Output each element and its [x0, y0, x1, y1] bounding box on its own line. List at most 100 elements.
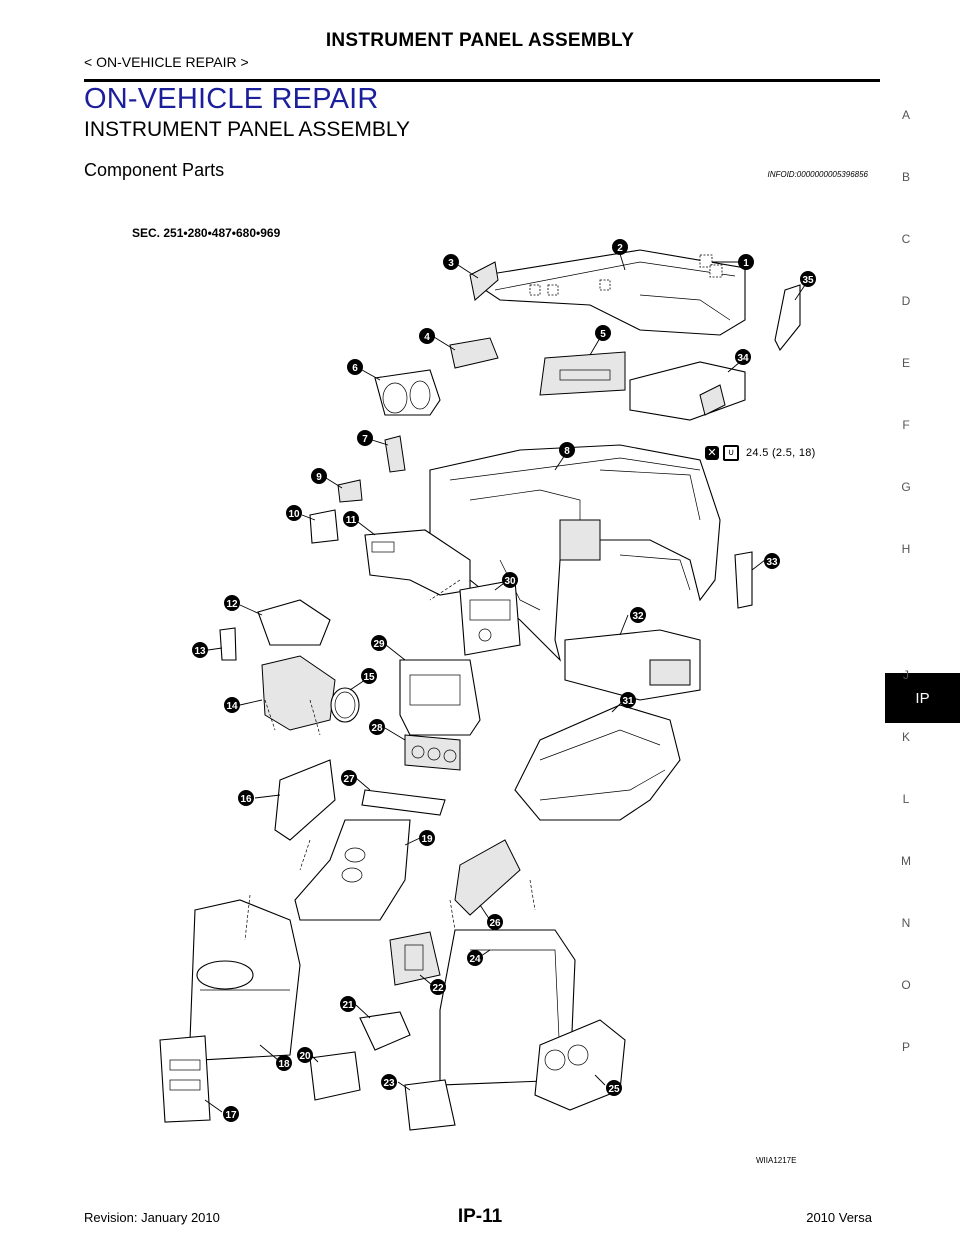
sidebar-letter-n[interactable]: N	[901, 916, 911, 930]
sidebar-letter-p[interactable]: P	[901, 1040, 910, 1054]
page-header-title: INSTRUMENT PANEL ASSEMBLY	[325, 30, 635, 51]
instrument-panel-frame-illustration	[429, 444, 721, 662]
sidebar-letter-k[interactable]: K	[901, 730, 910, 744]
callout-28: 28	[369, 719, 385, 735]
svg-text:3: 3	[448, 258, 454, 269]
callout-5: 5	[595, 325, 611, 341]
svg-text:12: 12	[226, 599, 238, 610]
callout-19: 19	[419, 830, 435, 846]
callout-2: 2	[612, 239, 628, 255]
callout-31: 31	[620, 692, 636, 708]
svg-text:9: 9	[316, 472, 322, 483]
callout-27: 27	[341, 770, 357, 786]
svg-text:32: 32	[632, 611, 644, 622]
callout-15: 15	[361, 668, 377, 684]
callout-6: 6	[347, 359, 363, 375]
svg-text:19: 19	[421, 834, 433, 845]
callout-1: 1	[738, 254, 754, 270]
callout-32: 32	[630, 607, 646, 623]
sidebar-letter-g[interactable]: G	[901, 480, 911, 494]
svg-text:22: 22	[432, 983, 444, 994]
figure-id: WIIA1217E	[756, 1156, 797, 1165]
svg-text:35: 35	[802, 275, 814, 286]
svg-text:33: 33	[766, 557, 778, 568]
svg-text:15: 15	[363, 672, 375, 683]
callout-11: 11	[343, 511, 359, 527]
section-code-label: SEC. 251•280•487•680•969	[132, 226, 281, 240]
torque-wrench-icon: ✕	[705, 446, 719, 460]
sidebar-letter-j[interactable]: J	[903, 668, 909, 682]
footer-revision: Revision: January 2010	[84, 1210, 220, 1225]
svg-text:31: 31	[622, 696, 634, 707]
sidebar-tab-ip-active[interactable]: IP	[885, 673, 960, 723]
svg-text:24: 24	[469, 954, 481, 965]
svg-text:6: 6	[352, 363, 358, 374]
sidebar-letter-f[interactable]: F	[902, 418, 910, 432]
callout-7: 7	[357, 430, 373, 446]
callout-29: 29	[371, 635, 387, 651]
sidebar-letter-l[interactable]: L	[902, 792, 910, 806]
section-index-sidebar: A B C D E F G H IP J K L M N O P	[880, 88, 960, 1108]
callout-16: 16	[238, 790, 254, 806]
callout-17: 17	[223, 1106, 239, 1122]
callout-20: 20	[297, 1047, 313, 1063]
svg-text:1: 1	[743, 258, 749, 269]
torque-value: 24.5 (2.5, 18)	[746, 447, 816, 459]
svg-text:23: 23	[383, 1078, 395, 1089]
callout-8: 8	[559, 442, 575, 458]
callout-34: 34	[735, 349, 751, 365]
svg-text:5: 5	[600, 329, 606, 340]
sidebar-letter-m[interactable]: M	[901, 854, 911, 868]
svg-text:34: 34	[737, 353, 749, 364]
callout-25: 25	[606, 1080, 622, 1096]
callout-22: 22	[430, 979, 446, 995]
svg-text:13: 13	[194, 646, 206, 657]
svg-text:28: 28	[371, 723, 383, 734]
section-title: ON-VEHICLE REPAIR	[84, 83, 379, 115]
footer-page-number: IP-11	[457, 1206, 503, 1227]
exploded-parts-diagram: 1 2 3 4 5 6 7 8 9 10 11 12 13 14 15 16 1…	[159, 239, 816, 1131]
sidebar-letter-h[interactable]: H	[901, 542, 911, 556]
svg-text:16: 16	[240, 794, 252, 805]
subsection-title: INSTRUMENT PANEL ASSEMBLY	[84, 118, 410, 141]
instrument-panel-pad-illustration	[484, 249, 746, 336]
svg-text:17: 17	[225, 1110, 237, 1121]
callout-23: 23	[381, 1074, 397, 1090]
svg-text:25: 25	[608, 1084, 620, 1095]
callout-18: 18	[276, 1055, 292, 1071]
svg-text:7: 7	[362, 434, 368, 445]
header-divider	[84, 79, 880, 82]
sidebar-letter-a[interactable]: A	[901, 108, 910, 122]
footer-model: 2010 Versa	[806, 1210, 872, 1225]
callout-35: 35	[800, 271, 816, 287]
svg-text:21: 21	[342, 1000, 354, 1011]
callout-13: 13	[192, 642, 208, 658]
sidebar-letter-e[interactable]: E	[901, 356, 910, 370]
svg-text:29: 29	[373, 639, 385, 650]
svg-text:14: 14	[226, 701, 238, 712]
sidebar-letter-b[interactable]: B	[901, 170, 910, 184]
svg-text:2: 2	[617, 243, 623, 254]
callout-10: 10	[286, 505, 302, 521]
svg-text:26: 26	[489, 918, 501, 929]
component-parts-title: Component Parts	[84, 160, 225, 180]
page-header-breadcrumb: < ON-VEHICLE REPAIR >	[84, 54, 249, 70]
callout-26: 26	[487, 914, 503, 930]
callout-12: 12	[224, 595, 240, 611]
svg-text:11: 11	[346, 515, 357, 526]
callout-4: 4	[419, 328, 435, 344]
sidebar-letter-d[interactable]: D	[901, 294, 911, 308]
sidebar-letter-c[interactable]: C	[901, 232, 911, 246]
sidebar-letter-o[interactable]: O	[901, 978, 911, 992]
svg-text:8: 8	[564, 446, 570, 457]
callout-33: 33	[764, 553, 780, 569]
svg-text:30: 30	[504, 576, 516, 587]
callout-21: 21	[340, 996, 356, 1012]
callout-30: 30	[502, 572, 518, 588]
bolt-icon: ∪	[723, 445, 739, 461]
svg-text:27: 27	[343, 774, 355, 785]
svg-text:20: 20	[299, 1051, 311, 1062]
svg-text:10: 10	[288, 509, 300, 520]
callout-9: 9	[311, 468, 327, 484]
info-id: INFOID:0000000005396856	[767, 170, 868, 179]
